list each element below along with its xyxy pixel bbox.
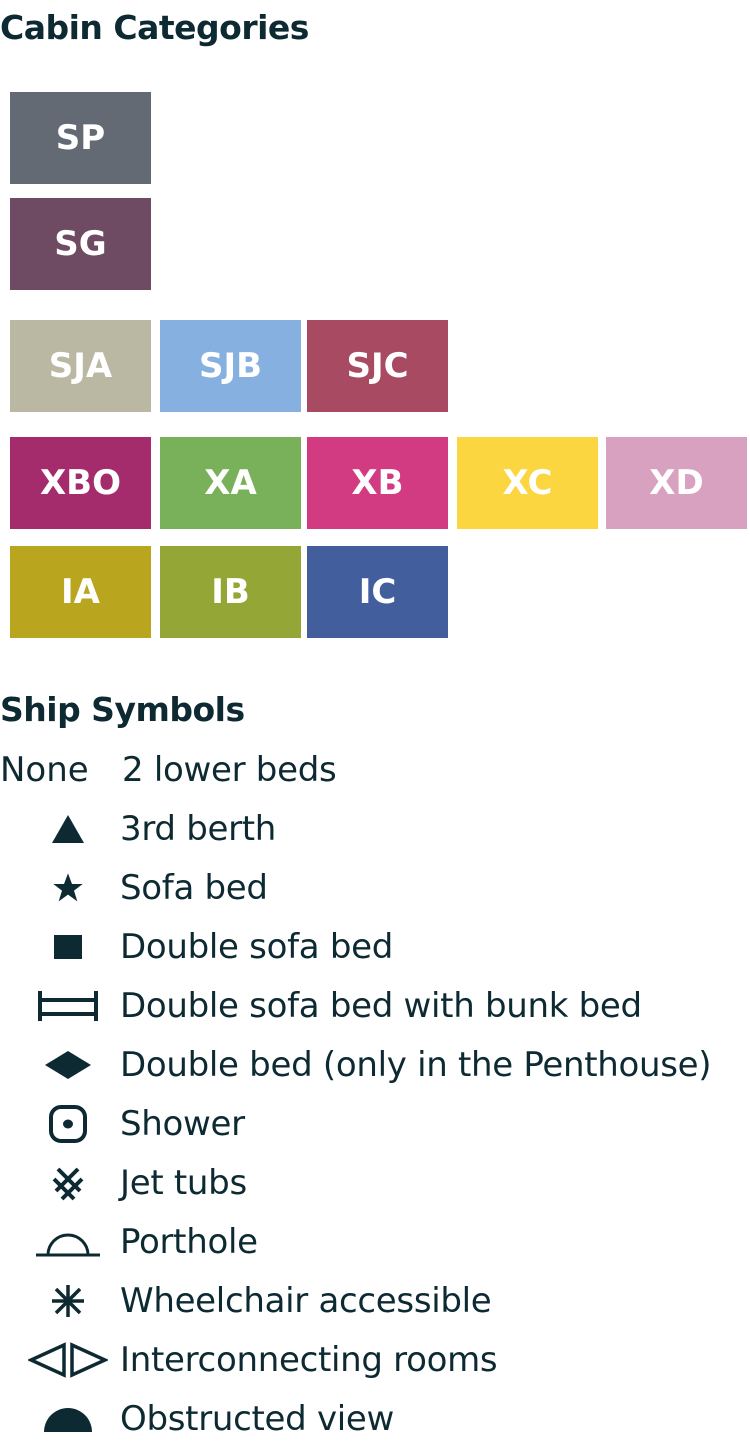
interconnect-icon [0,1341,120,1378]
symbol-row-bunk: Double sofa bed with bunk bed [0,976,750,1035]
cabin-tile-sjb: SJB [160,320,301,412]
symbol-label: Jet tubs [120,1162,247,1203]
symbol-row-diamond: Double bed (only in the Penthouse) [0,1035,750,1094]
symbol-label: Double sofa bed with bunk bed [120,985,642,1026]
symbol-label: Shower [120,1103,245,1144]
cabin-tile-xc: XC [457,437,598,529]
cabin-tile-sp: SP [10,92,151,184]
none-key: None [0,749,89,790]
symbol-label: Interconnecting rooms [120,1339,498,1380]
symbol-row-asterisk: Wheelchair accessible [0,1271,750,1330]
cabin-tile-xd: XD [606,437,747,529]
diamond-icon [0,1050,120,1079]
bunk-icon [0,989,120,1023]
cabin-categories-title: Cabin Categories [0,8,309,47]
obstructed-icon [0,1406,120,1432]
cabin-tile-xbo: XBO [10,437,151,529]
cabin-tile-xb: XB [307,437,448,529]
symbol-label: Double sofa bed [120,926,393,967]
symbol-label: Double bed (only in the Penthouse) [120,1044,712,1085]
symbol-row-interconnect: Interconnecting rooms [0,1330,750,1389]
symbol-row-jet: Jet tubs [0,1153,750,1212]
symbol-label: 3rd berth [120,808,277,849]
jet-icon [0,1165,120,1201]
asterisk-icon [0,1284,120,1318]
cabin-tile-sja: SJA [10,320,151,412]
symbol-row-square: Double sofa bed [0,917,750,976]
symbol-row-obstructed: Obstructed view [0,1389,750,1448]
cabin-tile-ib: IB [160,546,301,638]
cabin-tile-ic: IC [307,546,448,638]
symbol-label: Obstructed view [120,1398,395,1439]
symbol-label: Porthole [120,1221,258,1262]
ship-symbols-title: Ship Symbols [0,690,245,729]
symbol-label: 2 lower beds [122,749,337,790]
symbol-label: Sofa bed [120,867,268,908]
porthole-icon [0,1226,120,1258]
cabin-tile-xa: XA [160,437,301,529]
star-icon [0,872,120,904]
cabin-tile-ia: IA [10,546,151,638]
cabin-tile-sjc: SJC [307,320,448,412]
symbol-row-star: Sofa bed [0,858,750,917]
symbol-row-shower: Shower [0,1094,750,1153]
shower-icon [0,1104,120,1144]
symbol-row-none: None 2 lower beds [0,740,750,799]
square-icon [0,934,120,959]
symbol-row-triangle: 3rd berth [0,799,750,858]
triangle-icon [0,814,120,844]
symbol-row-porthole: Porthole [0,1212,750,1271]
cabin-tile-sg: SG [10,198,151,290]
symbol-label: Wheelchair accessible [120,1280,492,1321]
